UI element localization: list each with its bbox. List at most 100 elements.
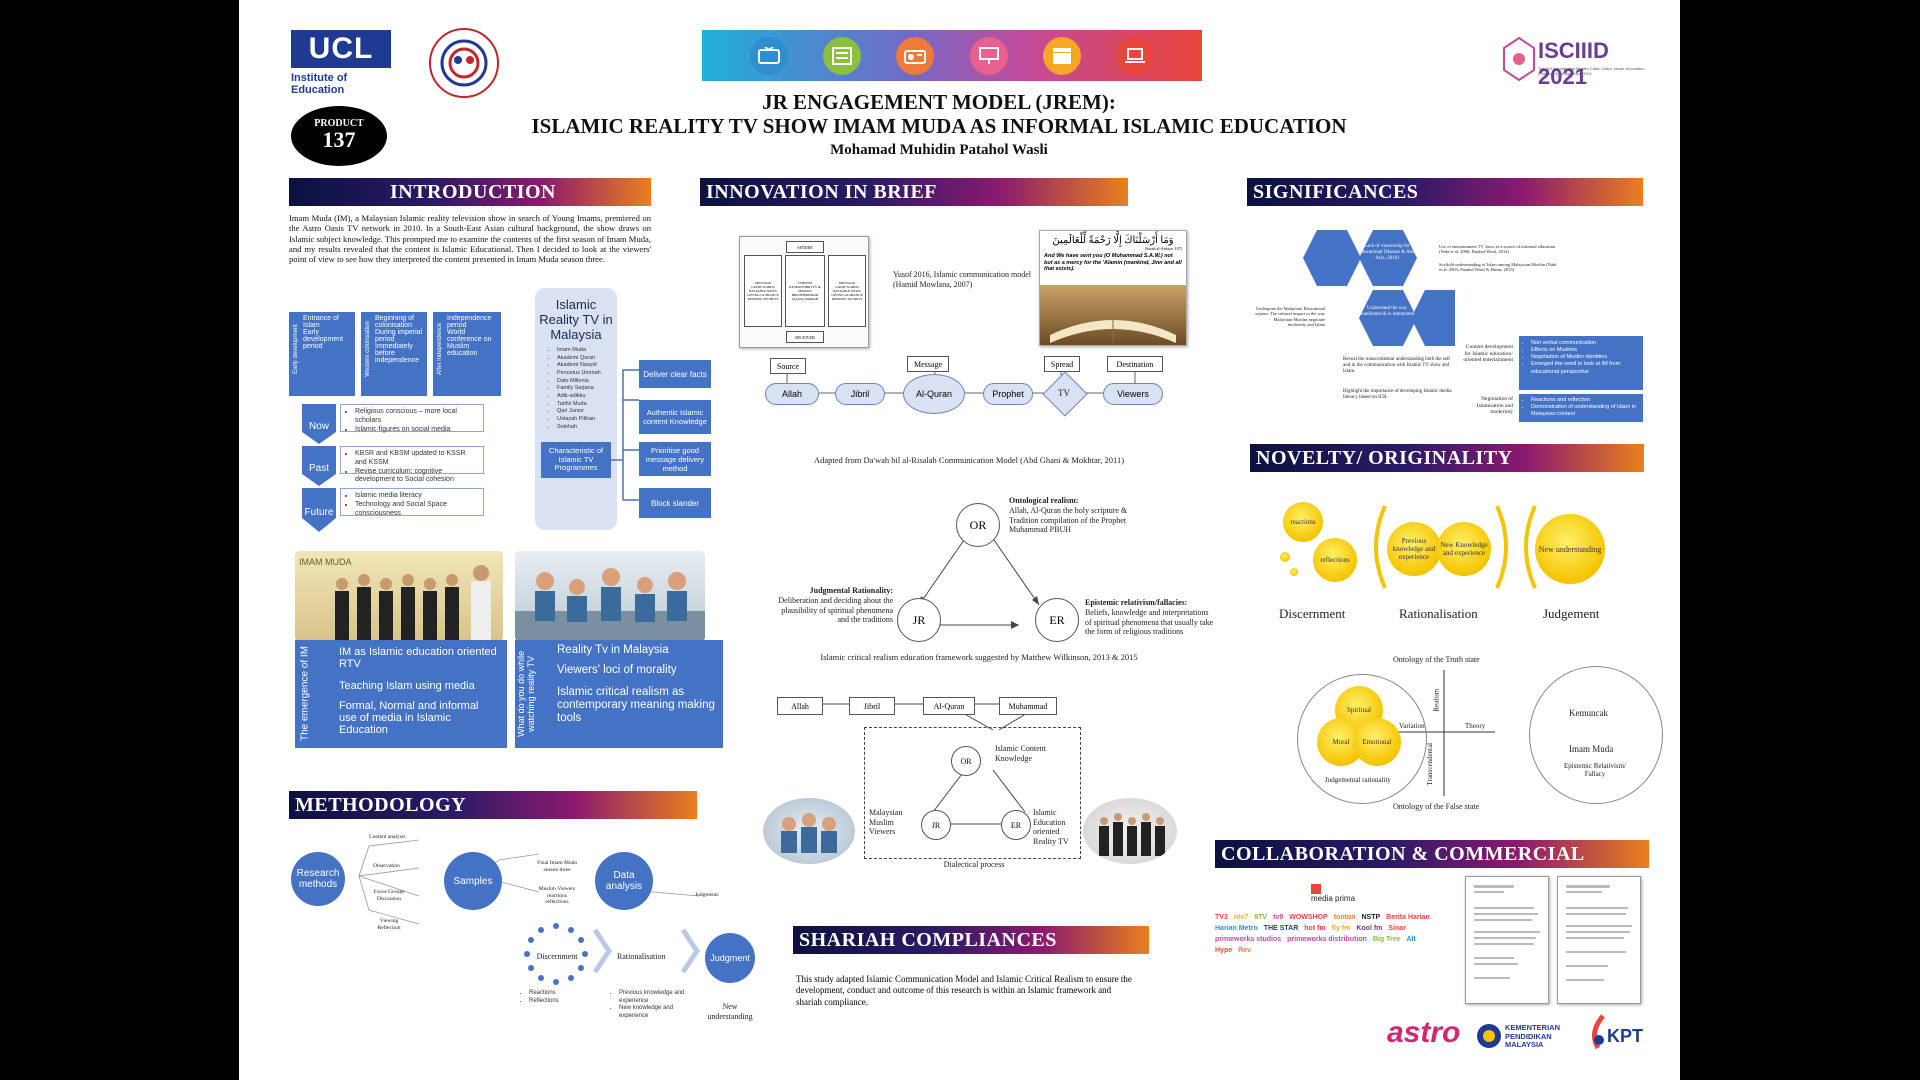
chevron-right-icon [680, 928, 701, 974]
chevron-now-items: Religious conscious – more local scholar… [340, 404, 484, 435]
judgmental-title: Judgmental Rationality: [809, 586, 893, 595]
method-observation: Observation [373, 863, 400, 869]
theory-label: Theory [1465, 722, 1486, 730]
neg-item: Reactions and reflection [1531, 397, 1639, 404]
rtv-item: Ustazah Pilihan [557, 416, 617, 424]
rationalisation-items: Previous knowledge and experience New kn… [609, 990, 689, 1020]
poster-title-line2: ISLAMIC REALITY TV SHOW IMAM MUDA AS INF… [531, 114, 1347, 138]
ontological-title: Ontological realism: [1009, 496, 1079, 505]
watching-item: Islamic critical realism as contemporary… [557, 686, 715, 725]
disc-item: Reactions [529, 990, 559, 998]
event-logo: ISCIIID 2021 The 3rd International Musli… [1502, 32, 1652, 92]
flow-node-al-quran: Al-Quran [903, 374, 965, 414]
timeline-independence-side: After independence [437, 322, 443, 376]
right-kemuncak: Kemuncak [1569, 708, 1608, 718]
judgemental-caption: Judgemental rationality [1325, 776, 1391, 784]
watching-item: Viewers' loci of morality [557, 664, 677, 676]
content-item: Negotiation of Muslim identities [1531, 354, 1639, 361]
collaboration-heading: COLLABORATION & COMMERCIAL VALUE [1215, 840, 1649, 893]
hex-understand: Understand the way manifested & is inter… [1359, 306, 1415, 317]
content-item: Non verbal communication [1531, 340, 1639, 347]
venn-emotional: Emotional [1353, 718, 1401, 766]
rtv-item: Akademi Nasyid [557, 362, 617, 370]
truth-state-label: Ontology of the Truth state [1393, 655, 1480, 664]
model-message-left: MESSAGE GOOD WORDS RELIABLE NEWS GIVING … [744, 255, 782, 327]
timeline-early-side: Early development [293, 324, 299, 374]
collaboration-heading-text: COLLABORATION & COMMERCIAL VALUE [1221, 843, 1584, 893]
ucl-wordmark: UCL [291, 30, 391, 68]
media-prima-mark [1311, 884, 1321, 894]
sample-imam-muda: Final Imam Muda season three [537, 860, 577, 873]
flow-header-spread: Spread [1044, 356, 1080, 372]
bracket-judgement [1524, 505, 1537, 589]
media-prima-text: media prima [1311, 894, 1356, 903]
seal-logo [429, 28, 499, 98]
partner-logo: TV3 [1215, 914, 1228, 921]
sig-highlight: Highlight the importance of developing I… [1343, 389, 1452, 400]
past-item: KBSR and KBSM updated to KSSR and KSSM [355, 450, 479, 468]
flow-header-message: Message [907, 356, 949, 372]
research-methods-node: Research methods [291, 852, 345, 906]
chevron-past: Past [302, 446, 336, 486]
chain-allah: Allah [777, 697, 823, 715]
dialectical-or: OR [951, 746, 981, 776]
quran-arabic: وَمَا أَرْسَلْنَاكَ إِلَّا رَحْمَةً لِّل… [1052, 235, 1174, 246]
chevron-now: Now [302, 404, 336, 444]
billboard-icon [969, 36, 1008, 75]
flow-header-source: Source [770, 358, 806, 374]
timeline-colonisation-side: Western colonisation [365, 321, 371, 377]
now-item: Islamic figures on social media [355, 426, 479, 435]
kpt-logo: KPT [1587, 1014, 1647, 1054]
partner-logo: primeworks studios [1215, 936, 1282, 943]
newspaper-icon [822, 36, 861, 75]
partner-logo: WOWSHOP [1289, 914, 1328, 921]
chevron-future: Future [302, 488, 336, 532]
quran-text: And We have sent you (O Muhammad S.A.W.)… [1044, 253, 1182, 273]
tv-icon [749, 36, 788, 75]
timeline-independence: After independence Independence period W… [433, 312, 501, 396]
timeline-box: Early development Entrance of Islam Earl… [289, 312, 501, 396]
char-block-slander: Block slander [639, 488, 711, 518]
innovation-heading: INNOVATION IN BRIEF [700, 178, 1128, 206]
new-understanding-label: New understanding [707, 1002, 753, 1021]
chevron-future-label: Future [304, 507, 334, 518]
bracket-left [1374, 505, 1387, 589]
partner-logo: tonton [1333, 914, 1356, 921]
partner-logo-grid: TV3 ntv7 8TV tv9 WOWSHOP tonton NSTP Ber… [1215, 914, 1435, 970]
flow-node-tv-label: TV [1058, 388, 1070, 398]
characteristic-box: Characteristic of Islamic TV Programmes [541, 442, 611, 478]
model-center: UNIFIED RESPONSIBILITY & HUMAN BROTHERHO… [785, 255, 825, 327]
discernment-dots [524, 923, 588, 985]
introduction-paragraph: Imam Muda (IM), a Malaysian Islamic real… [289, 213, 651, 265]
imam-muda-group-photo [1083, 798, 1177, 864]
dialectical-jr: JR [921, 810, 951, 840]
sig-note-scaffold: Scaffold understanding of Islam among Ma… [1439, 262, 1557, 273]
bubble-dot [1290, 568, 1298, 576]
rtv-item: Akademi Quran [557, 355, 617, 363]
judgemental-circle [1297, 674, 1427, 804]
bubble-reflections: reflections [1313, 538, 1357, 582]
transcendental-label: Transcendental [1426, 742, 1435, 786]
rat-item: New knowledge and experience [619, 1005, 689, 1020]
content-item: Effects on Muslims [1531, 347, 1639, 354]
imam-muda-photo: IMAM MUDA [295, 551, 503, 641]
emergence-item: Formal, Normal and informal use of media… [339, 700, 479, 737]
hex-lack-viewership: Lack of viewership for educational (Hass… [1359, 244, 1415, 261]
emergence-item: Teaching Islam using media [339, 680, 475, 692]
sig-note-malaysian: Undergone the Malaysian Educational syst… [1255, 306, 1325, 328]
product-label: PRODUCT [314, 118, 364, 129]
dialectical-er: ER [1001, 810, 1031, 840]
flow-node-allah: Allah [765, 383, 819, 405]
negotiation-label: Negotiation of Islamisation and modernit… [1476, 396, 1513, 416]
chain-al-quran: Al-Quran [923, 697, 975, 715]
bracket-right [1495, 505, 1508, 589]
dialectical-box [864, 727, 1081, 859]
sig-note-entertainment: Use of entertainment TV show as a source… [1439, 244, 1556, 255]
bubble-new-knowledge: New Knowledge and experience [1437, 522, 1491, 576]
right-imam-muda: Imam Muda [1569, 744, 1614, 754]
epistemic-text: Beliefs, knowledge and interpretations o… [1085, 608, 1214, 637]
chevron-right-icon [592, 928, 613, 974]
product-number: 137 [322, 127, 356, 152]
chain-jibril: Jibril [849, 697, 895, 715]
cr-triangle-arrows [918, 539, 1040, 629]
